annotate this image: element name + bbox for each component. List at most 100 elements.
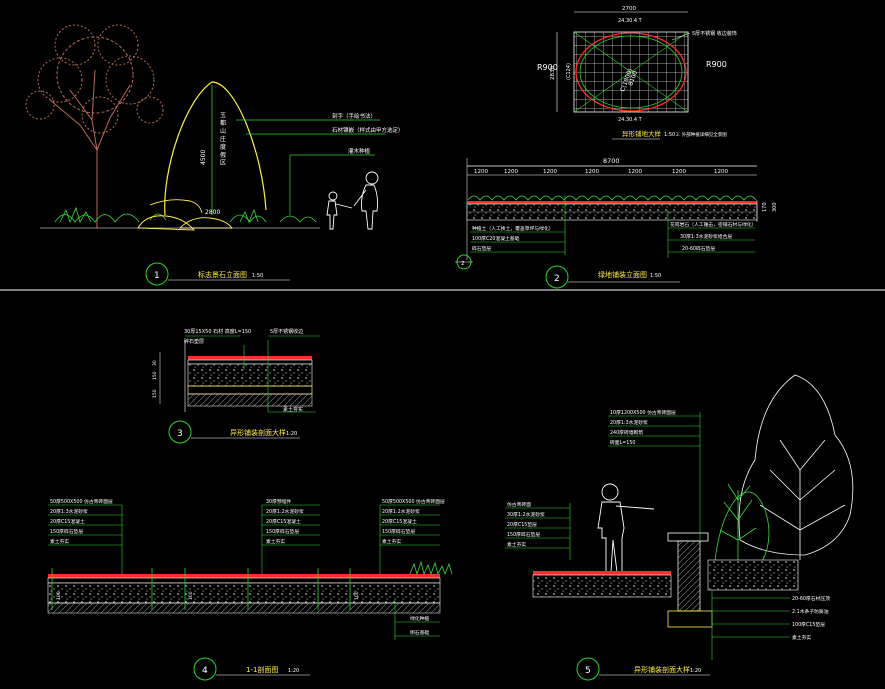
paving-label-left-2: 100厚C20混凝土基础	[472, 235, 520, 242]
d5-left-l2: 30厚1:2水泥砂浆	[507, 511, 545, 518]
drawing-5-number-bubble	[576, 657, 600, 681]
paving-callout-lines	[470, 195, 755, 258]
paving-dim-4: 1200	[585, 169, 599, 175]
d4-surface	[48, 574, 440, 578]
plan-dim-top-sub: 24.30.4 T	[618, 18, 643, 24]
d3-dim-3: 150	[152, 389, 158, 398]
plan-note: 2. 外部种植详细见全景图	[676, 131, 727, 138]
plan-callout-steel: 5厚不锈钢 收边装饰	[692, 30, 737, 37]
base-rocks	[137, 199, 233, 231]
d4-g3-l1: 50厚500X500 仿古青砖面层	[382, 498, 445, 505]
plan-radius-right: R900	[706, 60, 727, 69]
d3-surface	[188, 356, 312, 360]
drawing-3-section-detail: 30厚15X50 石材 高度L=150 5厚不锈钢收边 碎石垫层 素土夯实 30…	[152, 328, 320, 444]
stone-height-dim: 4500	[200, 150, 207, 165]
drawing-1-stone-elevation: 4500 2800 玉 都 山 庄 度 假 区 刻字（手绘书法） 石材镶嵌（样式…	[25, 24, 404, 286]
drawing-2-number-bubble	[545, 265, 569, 289]
paving-label-left-3: 碎石垫层	[472, 245, 491, 252]
d4-dim-3: 100	[354, 591, 360, 600]
stone-inscription: 玉 都 山 庄 度 假 区	[219, 112, 226, 166]
d4-g3-l3: 20厚C15混凝土	[382, 518, 417, 525]
paving-label-right-3: 20-60碎石垫层	[682, 245, 715, 252]
plan-dim-bottom: 24.30.4 T	[618, 117, 643, 123]
drawing-5-scale: 1:20	[690, 668, 701, 674]
d3-label-soil: 素土夯实	[283, 406, 303, 413]
drawing-3-number: 3	[177, 429, 183, 439]
d4-g3-l2: 20厚1:2水泥砂浆	[382, 508, 420, 515]
d5-left-l1: 仿古青砖面	[507, 501, 531, 508]
d5-child-figure	[597, 483, 655, 573]
d3-label-steel: 5厚不锈钢收边	[270, 328, 303, 335]
d5-right-l3: 100厚C15垫层	[792, 621, 825, 628]
drawing-5-title: 异形铺装剖面大样	[634, 665, 690, 674]
d4-g2-l2: 20厚1:2水泥砂浆	[266, 508, 304, 515]
paving-dim-5: 1200	[628, 169, 642, 175]
drawing-2-paving-elevation: 8700 1200 1200 1200 1200 1200 1200 1200 …	[455, 157, 778, 289]
paving-dim-7: 1200	[714, 169, 728, 175]
plan-inner-dim: 8100	[627, 70, 639, 87]
d5-callout-lines	[505, 412, 790, 660]
drawing-3-title: 异形铺装剖面大样	[230, 428, 286, 437]
d3-soil	[187, 393, 313, 407]
d5-top-l2: 20厚1:3水泥砂浆	[610, 419, 648, 426]
d3-label-gravel: 碎石垫层	[184, 338, 204, 345]
paving-label-right-2: 30厚1:3水泥砂浆结合层	[680, 233, 732, 240]
d5-aggregate	[532, 574, 672, 598]
d4-grass	[409, 560, 453, 576]
callout-shrub: 灌木种植	[348, 147, 371, 155]
d4-g2-l1: 30厚预埋件	[266, 498, 291, 505]
paving-side-dim-1: 170	[762, 202, 768, 212]
paving-section-marker-label: 2	[461, 261, 465, 267]
paving-total-dim: 8700	[603, 157, 620, 165]
d4-g1-l2: 20厚1:3水泥砂浆	[50, 508, 88, 515]
d3-label-stone: 30厚15X50 石材 高度L=150	[184, 328, 251, 335]
d4-g2-l5: 素土夯实	[266, 538, 285, 545]
d5-tree-green	[714, 483, 770, 566]
d4-g1-l3: 20厚C15混凝土	[50, 518, 85, 525]
d5-right-l2: 2:1木条子防腐油	[792, 608, 829, 615]
d4-callout-lines	[48, 504, 440, 640]
paving-label-right-1: 花岗岩石（人工锤击，密铺石材与绿化）	[670, 221, 756, 228]
drawing-5-number: 5	[585, 666, 591, 676]
d5-surface	[533, 571, 671, 575]
drawing-1-scale: 1:50	[252, 273, 263, 279]
d4-g1-l5: 素土夯实	[50, 538, 69, 545]
d4-bottom-label-1: 绿化种植	[410, 615, 429, 622]
drawing-1-number: 1	[154, 271, 160, 281]
d5-top-l1: 10厚1200X500 仿古青砖面层	[610, 409, 676, 416]
paving-dim-2: 1200	[504, 169, 518, 175]
paving-dim-6: 1200	[672, 169, 686, 175]
d3-dim-1: 30	[152, 360, 158, 366]
paving-grass	[467, 195, 757, 201]
d4-aggregate	[47, 582, 441, 604]
shrub-base	[54, 206, 317, 224]
d5-top-l3: 240厚砖墙砌筑	[610, 429, 643, 436]
plan-title: 异形铺地大样	[622, 129, 662, 138]
drawing-3-scale: 1:20	[286, 431, 297, 437]
paving-side-dim-2: 300	[772, 202, 778, 212]
d4-dim-2: 100	[188, 591, 194, 600]
callout-inscription: 刻字（手绘书法）	[332, 112, 376, 120]
d4-soil	[47, 602, 441, 614]
d4-g2-l4: 150厚碎石垫层	[266, 528, 299, 535]
paving-red-edge	[467, 201, 757, 204]
drawing-1-number-bubble	[145, 262, 169, 286]
d4-g3-l5: 素土夯实	[382, 538, 401, 545]
d5-footing	[667, 610, 713, 628]
d4-g3-l4: 150厚碎石垫层	[382, 528, 415, 535]
d5-top-l4: 砖面L=150	[610, 439, 635, 446]
plan-dim-top: 2700	[622, 6, 636, 12]
d4-dim-1: 100	[56, 591, 62, 600]
plan-radius-left: R900	[537, 63, 558, 72]
d4-g1-l4: 150厚碎石垫层	[50, 528, 83, 535]
d4-g1-l1: 50厚500X500 仿古青砖面层	[50, 498, 113, 505]
d4-bottom-label-2: 侧石基础	[410, 629, 429, 636]
paving-label-left-1: 种植土（人工换土，覆盖草坪与绿化）	[472, 225, 554, 232]
d3-aggregate	[187, 363, 313, 387]
drawing-4-scale: 1:20	[288, 668, 299, 674]
paving-dim-1: 1200	[474, 169, 488, 175]
drawing-1-title: 标志景石立面图	[198, 270, 247, 279]
drawing-2-number: 2	[554, 274, 560, 284]
